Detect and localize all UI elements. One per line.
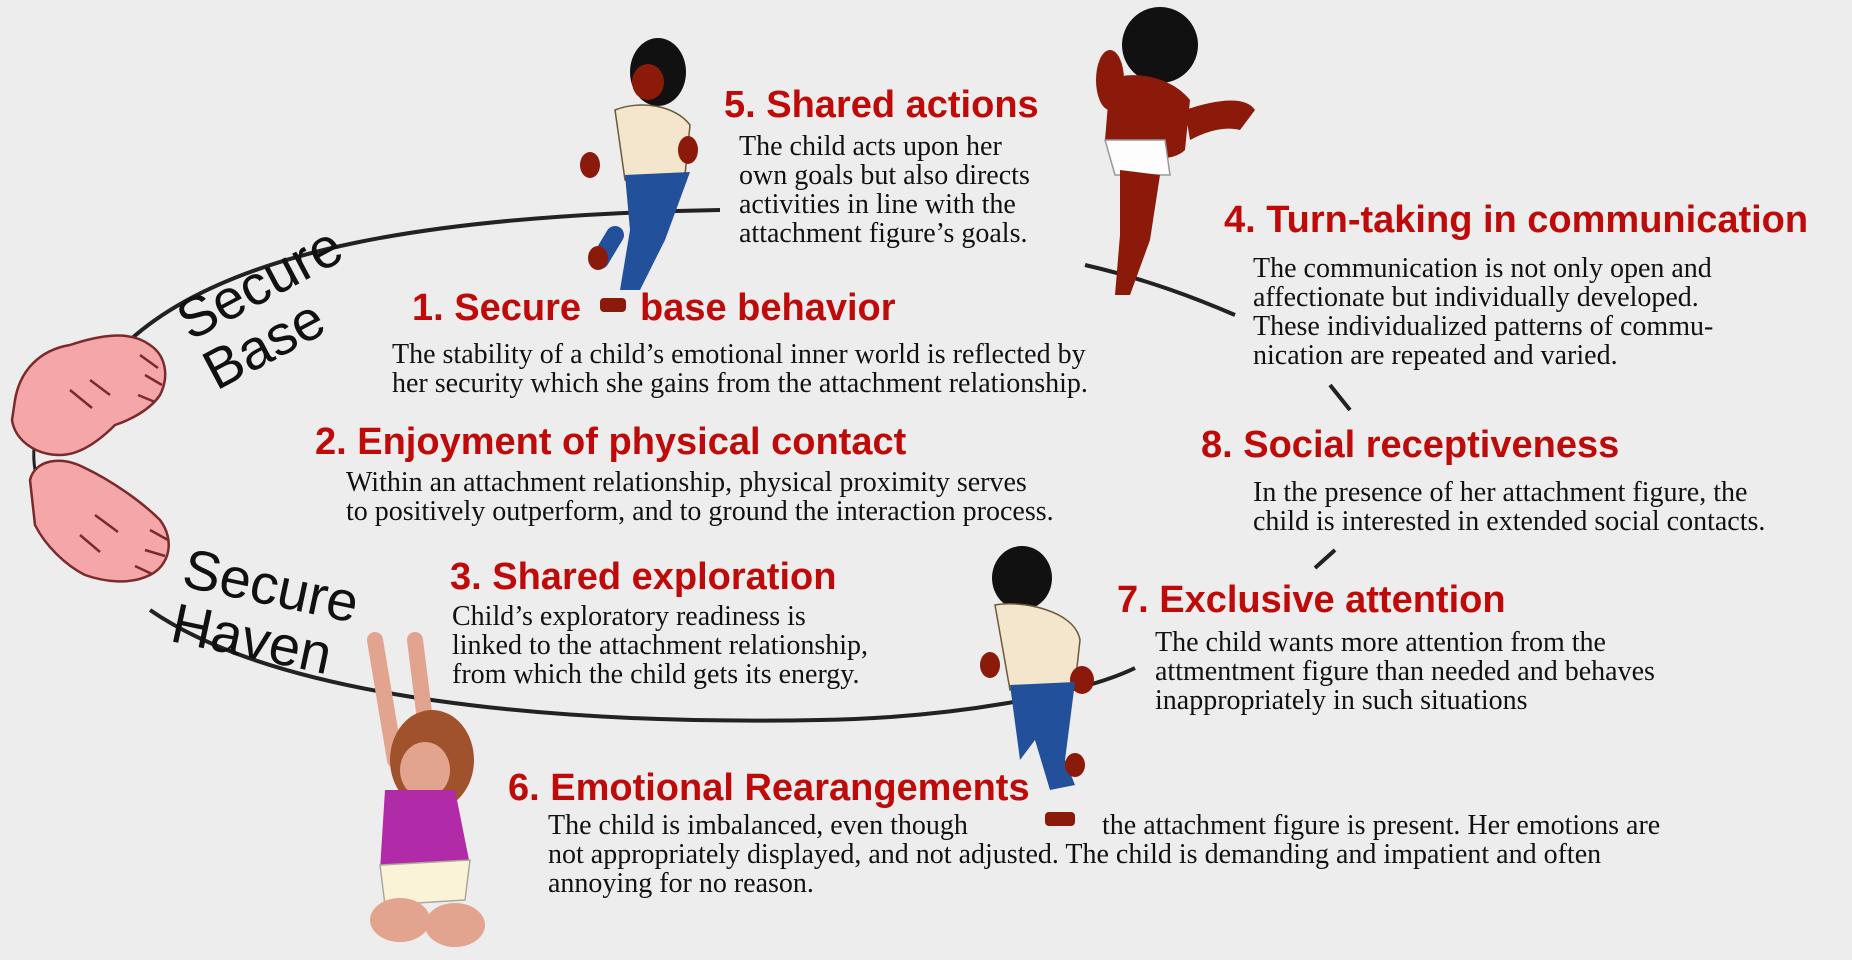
item-6-text-b: the attachment figure is present. Her em… xyxy=(1102,810,1661,841)
item-7-text: The child wants more attention from the … xyxy=(1155,627,1655,716)
child-running-icon xyxy=(980,546,1094,826)
child-running-icon xyxy=(580,38,698,312)
item-6-text-c: not appropriately displayed, and not adj… xyxy=(548,839,1602,899)
cycle-path-right-bottom xyxy=(1313,548,1337,570)
item-7-title: 7. Exclusive attention xyxy=(1117,579,1506,621)
item-1-text: The stability of a child’s emotional inn… xyxy=(392,339,1088,399)
item-3-title: 3. Shared exploration xyxy=(450,556,837,598)
item-8-title: 8. Social receptiveness xyxy=(1201,424,1620,466)
hand-icon xyxy=(10,334,167,457)
item-5-title: 5. Shared actions xyxy=(724,84,1039,126)
item-5-text: The child acts upon her own goals but al… xyxy=(739,131,1030,249)
child-climbing-icon xyxy=(1096,7,1255,295)
item-4-title: 4. Turn-taking in communication xyxy=(1224,199,1809,241)
item-6-title: 6. Emotional Rearangements xyxy=(508,767,1030,809)
item-1-title-b: base behavior xyxy=(640,287,896,329)
cycle-path-right-top xyxy=(1328,383,1352,412)
item-3-text: Child’s exploratory readiness is linked … xyxy=(452,601,868,690)
item-4-text: The communication is not only open and a… xyxy=(1253,253,1714,371)
item-2-title: 2. Enjoyment of physical contact xyxy=(315,421,907,463)
item-8-text: In the presence of her attachment figure… xyxy=(1253,477,1766,537)
cycle-path-upper-right xyxy=(1084,263,1236,317)
child-reaching-icon xyxy=(367,632,485,947)
item-1-title-a: 1. Secure xyxy=(412,287,581,329)
hand-icon xyxy=(28,459,170,583)
cycle-path-upper xyxy=(128,208,721,342)
item-6-text-a: The child is imbalanced, even though xyxy=(548,810,968,841)
item-2-text: Within an attachment relationship, physi… xyxy=(346,467,1054,527)
